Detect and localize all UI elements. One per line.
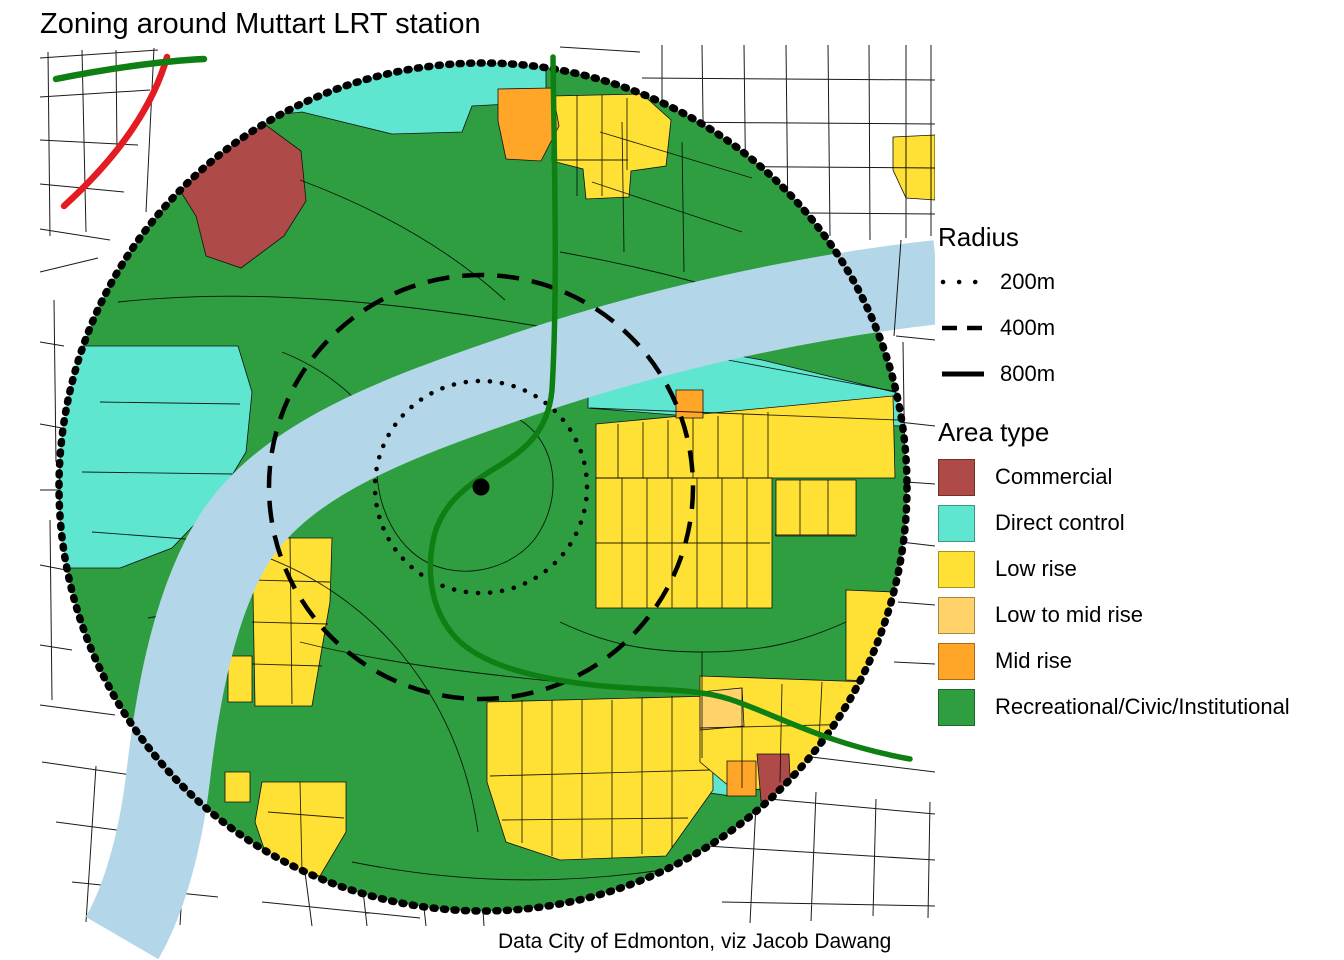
lrt-line [427, 54, 913, 762]
radius-800m-ring [55, 59, 911, 915]
radius-legend-title: Radius [938, 222, 1019, 252]
legend-swatch-direct-control [938, 504, 975, 542]
radius-200m-ring [372, 378, 590, 596]
data-credit: Data City of Edmonton, viz Jacob Dawang [498, 930, 892, 953]
page-title: Zoning around Muttart LRT station [40, 8, 481, 40]
bridge-road [893, 239, 902, 337]
legend-swatch-commercial [938, 458, 975, 496]
legend-item-low-to-mid-rise: Low to mid rise [938, 592, 1290, 638]
legend-item-recreational: Recreational/Civic/Institutional [938, 684, 1290, 730]
radius-label-400m: 400m [1000, 315, 1056, 340]
radius-label-800m: 800m [1000, 361, 1056, 386]
legend-label-low-to-mid-rise: Low to mid rise [995, 602, 1143, 627]
radius-legend-item-200m: 200m [938, 259, 1290, 305]
legend-label-mid-rise: Mid rise [995, 648, 1073, 673]
radius-legend-item-800m: 800m [938, 351, 1290, 397]
legend-swatch-low-rise [938, 550, 975, 588]
legend-label-low-rise: Low rise [995, 556, 1077, 581]
legend-swatch-mid-rise [938, 642, 975, 680]
area-type-legend-title: Area type [938, 417, 1050, 447]
red-route-line [60, 53, 171, 210]
legend-label-commercial: Commercial [995, 464, 1113, 489]
legend-item-commercial: Commercial [938, 454, 1290, 500]
river [85, 240, 935, 960]
legend-item-direct-control: Direct control [938, 500, 1290, 546]
legend-label-recreational: Recreational/Civic/Institutional [995, 694, 1290, 719]
dashed-line-sample [938, 323, 988, 333]
solid-line-sample [938, 369, 988, 379]
radius-label-200m: 200m [1000, 269, 1056, 294]
zones-mid-rise [497, 87, 757, 797]
legend: Radius 200m 400m 800m Area type Commerci… [938, 222, 1290, 730]
zoning-map [39, 44, 935, 960]
road-network-inner [81, 95, 899, 881]
dotted-line-sample [938, 277, 988, 287]
radius-legend-item-400m: 400m [938, 305, 1290, 351]
legend-swatch-recreational [938, 688, 975, 726]
radius-400m-ring [266, 272, 696, 702]
green-route-segment [52, 55, 208, 83]
station-dot [472, 478, 490, 496]
legend-swatch-low-to-mid-rise [938, 596, 975, 634]
legend-item-mid-rise: Mid rise [938, 638, 1290, 684]
legend-item-low-rise: Low rise [938, 546, 1290, 592]
legend-label-direct-control: Direct control [995, 510, 1125, 535]
